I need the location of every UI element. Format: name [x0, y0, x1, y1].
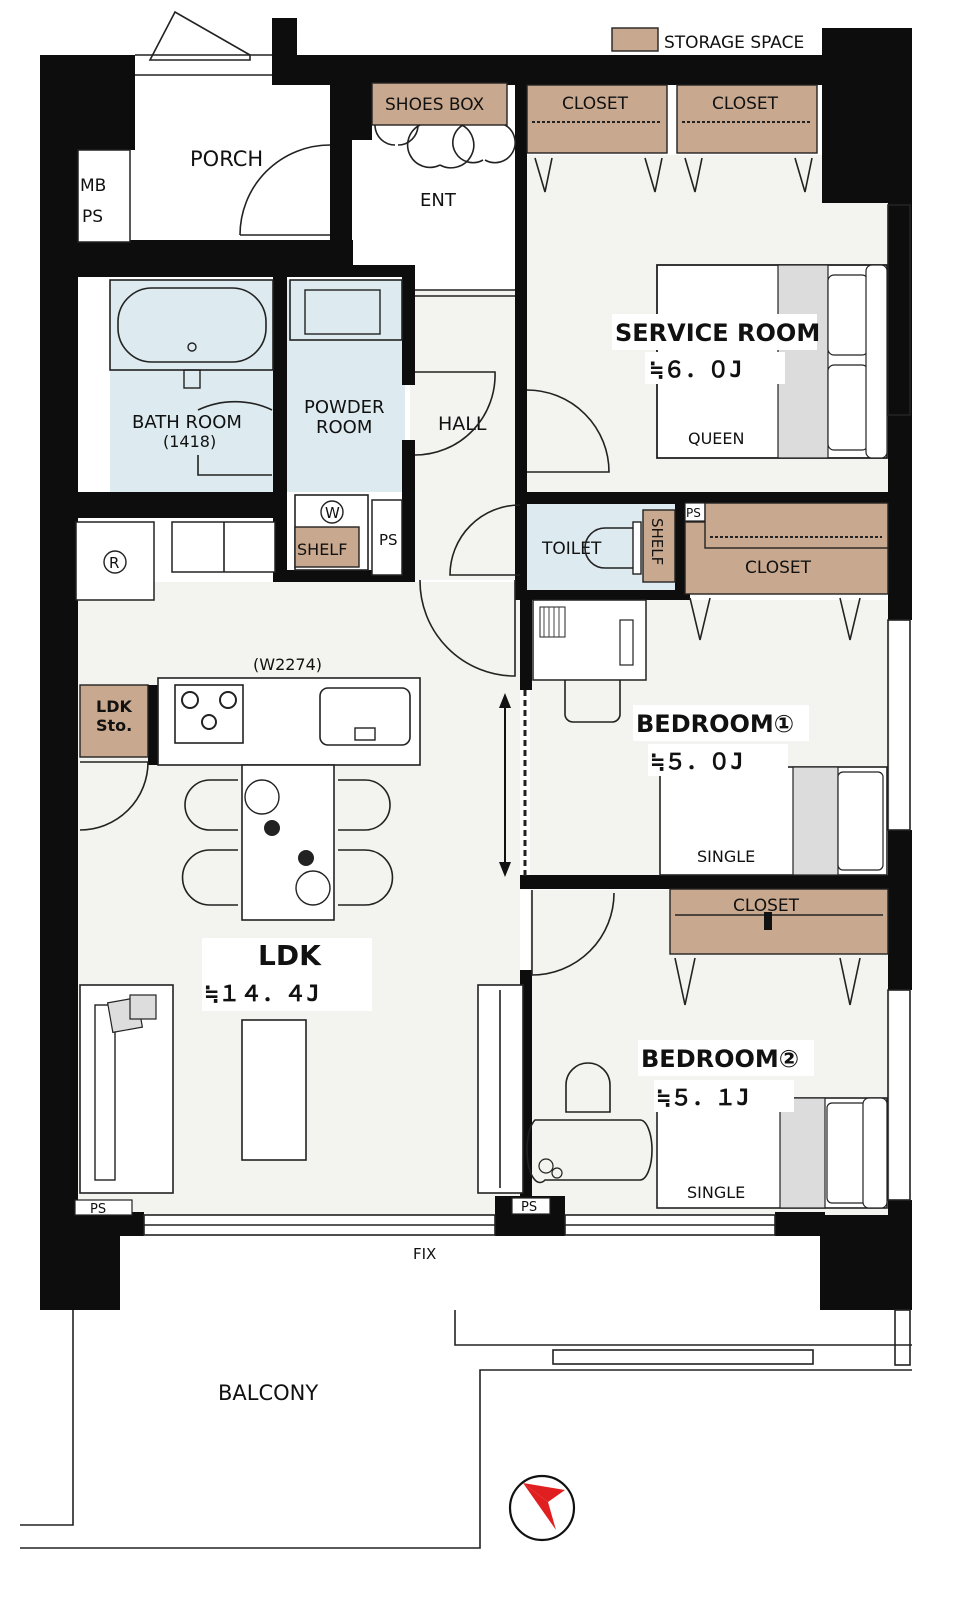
powder-shelf — [294, 526, 360, 568]
mb-label: MB — [80, 176, 106, 196]
porch-area: MB PS PORCH SHOES BOX ENT — [77, 82, 516, 297]
fix-label: FIX — [413, 1245, 436, 1263]
ldk-name: LDK — [258, 939, 322, 972]
ldk-size: ≒１４．４J — [205, 982, 320, 1007]
closet-service-2 — [676, 84, 818, 154]
powder-shelf-label: SHELF — [297, 540, 347, 559]
bedroom1-bed: SINGLE — [697, 847, 755, 866]
walls — [40, 18, 912, 1310]
burner-icon — [181, 691, 199, 709]
bedroom2-size: ≒５．１J — [657, 1086, 750, 1111]
windows — [135, 10, 911, 1236]
shoes-box-label: SHOES BOX — [385, 95, 485, 115]
bedroom1-size: ≒５．０J — [651, 750, 744, 775]
closet-bed1-label: CLOSET — [745, 558, 812, 578]
powder-room-line1: POWDER — [304, 397, 385, 418]
ldk-storage-line2: Sto. — [96, 716, 132, 735]
ps-powder-label: PS — [379, 531, 398, 549]
sink — [319, 687, 411, 746]
hall-label: HALL — [438, 413, 487, 435]
bedroom-2: CLOSET BEDROOM② ≒５．１J SINGLE — [526, 888, 889, 1209]
desk-chair — [526, 1119, 653, 1184]
closet-service-1-label: CLOSET — [562, 94, 629, 114]
balcony: FIX BALCONY — [20, 1245, 912, 1549]
bedroom-1: BEDROOM① ≒５．０J SINGLE — [532, 599, 888, 876]
ldk-storage — [79, 684, 149, 758]
legend-label: STORAGE SPACE — [664, 33, 804, 53]
north-arrow-icon — [508, 1474, 576, 1542]
service-room-size: ≒６．０J — [650, 358, 743, 383]
porch-label: PORCH — [190, 147, 263, 171]
toilet-shelf-label: SHELF — [648, 518, 666, 565]
kitchen: R (W2274) LDK Sto. LDK ≒１４．４J — [74, 521, 551, 1217]
fridge-label: R — [109, 554, 119, 572]
bedroom2-bed: SINGLE — [687, 1183, 745, 1202]
washer-icon — [320, 500, 344, 524]
bedroom2-name: BEDROOM② — [641, 1045, 799, 1073]
vanity — [289, 279, 403, 341]
ent-label: ENT — [420, 190, 457, 211]
shoes-box — [371, 82, 508, 126]
closet-bed2 — [669, 888, 889, 955]
balcony-label: BALCONY — [218, 1381, 318, 1405]
toilet-label: TOILET — [541, 539, 602, 559]
fridge-icon — [103, 550, 127, 574]
closet-service-2-label: CLOSET — [712, 94, 779, 114]
bath-powder: BATH ROOM (1418) POWDER ROOM W SHELF PS — [109, 279, 403, 576]
closet-bed2-label: CLOSET — [733, 896, 800, 916]
service-room-name: SERVICE ROOM — [615, 319, 820, 347]
closet-service-1 — [526, 84, 668, 154]
service-room: CLOSET CLOSET SERVICE ROOM ≒６．０J QUEEN — [526, 84, 888, 473]
washer-label: W — [325, 504, 340, 522]
ps-bed2-label: PS — [521, 1200, 537, 1215]
toilet-shelf — [642, 509, 676, 583]
bath-room-size: (1418) — [163, 432, 216, 451]
ps-porch-label: PS — [82, 207, 103, 227]
kitchen-width: (W2274) — [253, 655, 322, 674]
service-room-bed: QUEEN — [688, 429, 745, 448]
powder-room-line2: ROOM — [316, 417, 372, 438]
ldk-storage-line1: LDK — [96, 697, 132, 716]
ps-toilet-label: PS — [686, 506, 701, 520]
legend: STORAGE SPACE — [611, 27, 804, 53]
low-table — [241, 1019, 307, 1161]
bath-room-name: BATH ROOM — [132, 412, 242, 433]
bedroom1-name: BEDROOM① — [636, 710, 794, 738]
ps-ldk-label: PS — [90, 1202, 106, 1217]
toilet-area: TOILET SHELF PS CLOSET — [541, 502, 889, 641]
legend-swatch — [611, 27, 659, 52]
hall: HALL — [414, 371, 521, 677]
